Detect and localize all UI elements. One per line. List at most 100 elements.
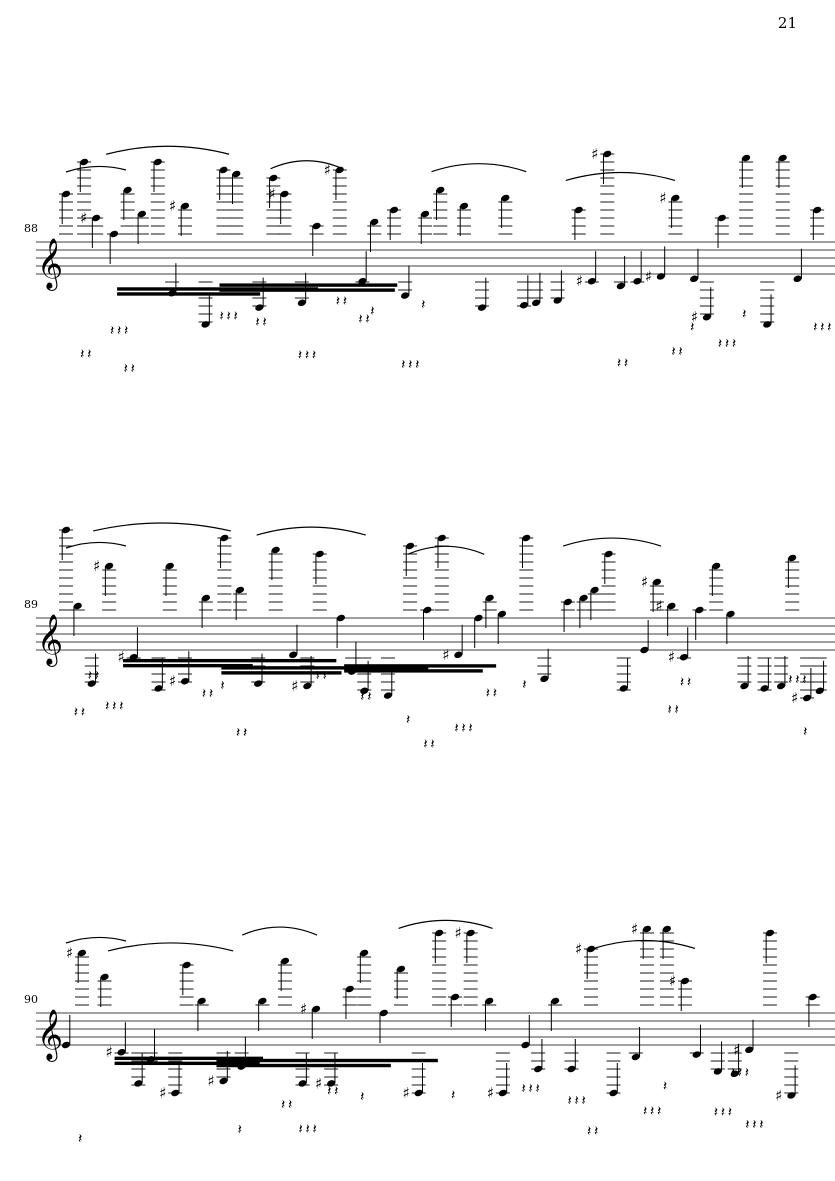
sharp-icon: ♯ bbox=[208, 1072, 215, 1090]
notehead bbox=[360, 687, 369, 695]
notehead bbox=[436, 186, 445, 194]
sharp-icon: ♯ bbox=[80, 209, 87, 227]
quarter-rest-icon: 𝄽 bbox=[131, 361, 135, 377]
notehead bbox=[336, 614, 345, 622]
notehead bbox=[609, 1089, 618, 1097]
quarter-rest-icon: 𝄽 bbox=[745, 1117, 749, 1133]
quarter-rest-icon: 𝄽 bbox=[803, 724, 807, 740]
notehead bbox=[315, 550, 324, 558]
notehead bbox=[201, 594, 210, 602]
quarter-rest-icon: 𝄽 bbox=[219, 309, 223, 325]
notehead bbox=[702, 313, 712, 321]
sharp-icon: ♯ bbox=[668, 648, 675, 666]
beam bbox=[216, 1063, 391, 1068]
quarter-rest-icon: 𝄽 bbox=[299, 1121, 303, 1137]
sharp-icon: ♯ bbox=[159, 1084, 166, 1102]
quarter-rest-icon: 𝄽 bbox=[795, 672, 799, 688]
notehead bbox=[311, 1005, 321, 1013]
notehead bbox=[713, 1068, 722, 1075]
slur bbox=[107, 942, 234, 952]
staff-system: 88 𝄞𝄽𝄽♯𝄽𝄽𝄽𝄽𝄽♯𝄽𝄽𝄽𝄽𝄽♯𝄽𝄽𝄽♯𝄽𝄽𝄽𝄽𝄽𝄽𝄽𝄽𝄽♯♯𝄽𝄽♯♯𝄽𝄽… bbox=[24, 145, 835, 377]
quarter-rest-icon: 𝄽 bbox=[567, 1093, 571, 1109]
notehead bbox=[695, 606, 704, 614]
sharp-icon: ♯ bbox=[591, 145, 598, 163]
notehead bbox=[808, 993, 817, 1001]
notehead bbox=[129, 653, 138, 661]
notehead bbox=[740, 682, 749, 690]
sharp-icon: ♯ bbox=[775, 1086, 782, 1104]
quarter-rest-icon: 𝄽 bbox=[334, 1083, 338, 1099]
beam bbox=[114, 1056, 264, 1061]
notehead bbox=[690, 275, 699, 283]
beam bbox=[344, 669, 483, 673]
notehead bbox=[123, 186, 132, 194]
staff-system: 90 𝄞♯𝄽♯♯♯𝄽𝄽𝄽𝄽𝄽𝄽♯♯𝄽𝄽𝄽♯𝄽♯♯𝄽𝄽𝄽𝄽𝄽𝄽♯𝄽𝄽♯𝄽𝄽𝄽𝄽♯𝄽… bbox=[24, 919, 835, 1147]
notehead bbox=[712, 562, 721, 570]
slur bbox=[241, 926, 318, 936]
quarter-rest-icon: 𝄽 bbox=[759, 1117, 763, 1133]
notehead bbox=[201, 321, 210, 328]
quarter-rest-icon: 𝄽 bbox=[493, 686, 497, 702]
quarter-rest-icon: 𝄽 bbox=[336, 293, 340, 309]
notehead bbox=[117, 1048, 126, 1056]
notehead bbox=[815, 687, 824, 695]
quarter-rest-icon: 𝄽 bbox=[521, 1081, 525, 1097]
notehead bbox=[745, 1046, 754, 1054]
quarter-rest-icon: 𝄽 bbox=[752, 1117, 756, 1133]
sharp-icon: ♯ bbox=[291, 677, 298, 695]
quarter-rest-icon: 𝄽 bbox=[574, 1093, 578, 1109]
notehead bbox=[360, 949, 369, 957]
quarter-rest-icon: 𝄽 bbox=[423, 736, 427, 752]
notehead bbox=[777, 682, 786, 690]
slur bbox=[270, 160, 343, 170]
sharp-icon: ♯ bbox=[268, 185, 275, 203]
quarter-rest-icon: 𝄽 bbox=[406, 712, 410, 728]
notehead bbox=[485, 997, 494, 1005]
measure-number: 89 bbox=[24, 598, 38, 611]
sharp-icon: ♯ bbox=[118, 648, 125, 666]
quarter-rest-icon: 𝄽 bbox=[236, 725, 240, 741]
notehead bbox=[656, 273, 665, 280]
quarter-rest-icon: 𝄽 bbox=[820, 319, 824, 335]
notehead bbox=[423, 606, 432, 614]
quarter-rest-icon: 𝄽 bbox=[288, 1097, 292, 1113]
notehead bbox=[485, 594, 494, 602]
notehead bbox=[100, 973, 109, 981]
quarter-rest-icon: 𝄽 bbox=[87, 347, 91, 363]
quarter-rest-icon: 𝄽 bbox=[401, 357, 405, 373]
notehead bbox=[553, 297, 562, 304]
notehead bbox=[220, 534, 229, 542]
quarter-rest-icon: 𝄽 bbox=[451, 1088, 455, 1104]
notehead bbox=[255, 304, 264, 311]
quarter-rest-icon: 𝄽 bbox=[742, 307, 746, 323]
notehead bbox=[671, 194, 680, 202]
staff-system: 89 𝄞𝄽𝄽𝄽𝄽♯𝄽𝄽𝄽♯♯𝄽𝄽𝄽𝄽𝄽♯𝄽𝄽𝄽𝄽𝄽𝄽𝄽♯𝄽𝄽𝄽𝄽𝄽𝄽♯♯𝄽𝄽♯𝄽… bbox=[24, 522, 835, 752]
notehead bbox=[640, 646, 649, 654]
notehead bbox=[235, 586, 245, 594]
slur bbox=[562, 537, 662, 547]
quarter-rest-icon: 𝄽 bbox=[360, 689, 364, 705]
slur bbox=[565, 171, 676, 182]
slur bbox=[106, 145, 230, 155]
quarter-rest-icon: 𝄽 bbox=[365, 312, 369, 328]
notehead bbox=[477, 304, 487, 311]
quarter-rest-icon: 𝄽 bbox=[528, 1081, 532, 1097]
notehead bbox=[534, 1065, 543, 1073]
notehead bbox=[662, 925, 671, 933]
notehead bbox=[450, 993, 460, 1001]
quarter-rest-icon: 𝄽 bbox=[745, 1065, 749, 1081]
notehead bbox=[61, 190, 71, 198]
quarter-rest-icon: 𝄽 bbox=[367, 689, 371, 705]
sharp-icon: ♯ bbox=[106, 1043, 113, 1061]
quarter-rest-icon: 𝄽 bbox=[535, 1081, 539, 1097]
sharp-icon: ♯ bbox=[315, 1074, 322, 1092]
beam bbox=[117, 292, 261, 296]
notehead bbox=[616, 282, 625, 290]
quarter-rest-icon: 𝄽 bbox=[124, 361, 128, 377]
sharp-icon: ♯ bbox=[631, 920, 638, 938]
quarter-rest-icon: 𝄽 bbox=[732, 336, 736, 352]
treble-clef-icon: 𝄞 bbox=[37, 614, 63, 667]
notehead bbox=[652, 578, 662, 586]
notehead bbox=[642, 925, 652, 933]
sharp-icon: ♯ bbox=[691, 308, 698, 326]
